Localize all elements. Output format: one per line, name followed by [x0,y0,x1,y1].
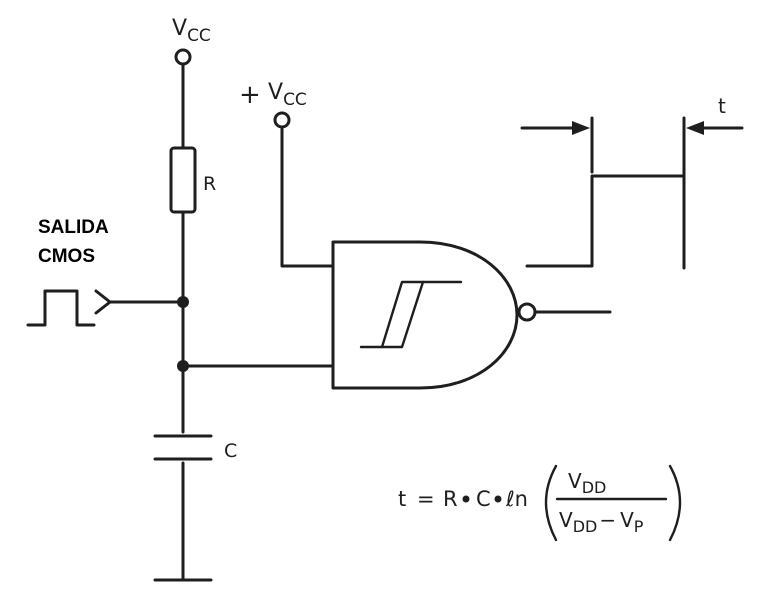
vcc-gate-terminal [273,111,291,129]
formula-dot-1 [462,495,470,503]
formula-denominator: VDD−VP [559,508,644,536]
hysteresis-curve-upper [359,280,463,349]
input-pulse-waveform [26,289,96,327]
input-arrow-icon [94,289,112,315]
output-pulse-waveform [525,174,686,268]
capacitor-label: C [224,440,237,462]
hysteresis-curve-lower [380,280,425,349]
inversion-bubble [517,302,537,322]
vcc-plus-sign: + [239,80,261,110]
resistor-label: R [203,173,216,195]
vcc-top-terminal [174,48,192,66]
formula-numerator: VDD [568,469,606,497]
vcc-top-label: VCC [172,16,211,46]
input-label-salida: SALIDA [38,217,109,238]
vcc-gate-label: VCC [268,80,307,110]
formula-ln: ℓn [505,487,528,511]
formula-c: C [476,487,491,511]
formula-r: R [443,487,458,511]
timing-formula: t = R C ℓn VDD VDD−VP [398,464,682,542]
formula-dot-2 [494,495,502,503]
period-arrow-left-icon [572,121,590,135]
input-label-cmos: CMOS [38,246,95,267]
period-arrow-right-icon [686,121,704,135]
period-label: t [718,94,726,118]
vcc-gate-wire [280,125,335,268]
formula-lhs: t [398,487,406,511]
formula-equals: = [417,487,435,511]
nand-gate-body [331,240,519,390]
resistor-r [169,146,197,214]
formula-paren-left [544,464,558,542]
formula-paren-right [668,464,682,542]
